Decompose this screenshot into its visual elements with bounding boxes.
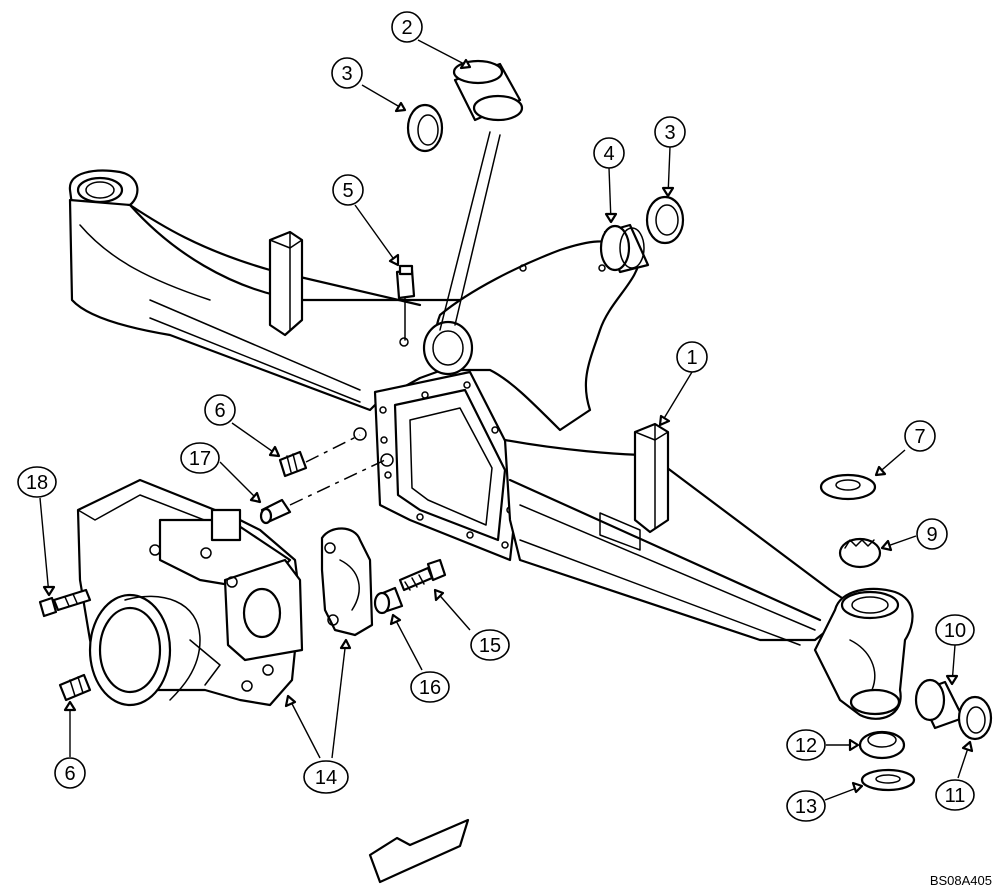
front-direction-arrow — [368, 818, 470, 884]
axle-housing — [68, 169, 914, 720]
washer-13 — [860, 768, 916, 792]
svg-text:16: 16 — [419, 677, 441, 699]
bearing-9 — [838, 537, 882, 569]
svg-text:7: 7 — [914, 426, 925, 448]
callout-5: 5 — [332, 174, 364, 206]
seal-11 — [957, 695, 993, 741]
callout-3-upper: 3 — [331, 57, 363, 89]
bushing-2 — [452, 59, 524, 122]
svg-text:2: 2 — [401, 17, 412, 39]
bolt-18 — [38, 588, 92, 618]
callout-14: 14 — [303, 760, 349, 794]
svg-text:5: 5 — [342, 180, 353, 202]
stud-6-lower — [58, 673, 92, 702]
callout-16: 16 — [410, 671, 450, 703]
svg-text:15: 15 — [479, 635, 501, 657]
svg-text:6: 6 — [214, 400, 225, 422]
bearing-cap-14 — [320, 527, 374, 637]
svg-text:3: 3 — [664, 122, 675, 144]
bushing-16 — [373, 586, 404, 615]
callout-4: 4 — [593, 137, 625, 169]
bushing-4 — [599, 223, 650, 274]
callout-6-lower: 6 — [54, 757, 86, 789]
seal-3-right — [645, 195, 685, 245]
svg-text:9: 9 — [926, 524, 937, 546]
callout-12: 12 — [786, 729, 826, 761]
svg-text:12: 12 — [795, 735, 817, 757]
callout-6-upper: 6 — [204, 394, 236, 426]
svg-text:1: 1 — [686, 347, 697, 369]
stud-6-upper — [278, 450, 308, 478]
seal-12 — [858, 730, 906, 760]
svg-text:13: 13 — [795, 796, 817, 818]
callout-17: 17 — [180, 442, 220, 474]
callout-15: 15 — [470, 629, 510, 661]
svg-text:14: 14 — [315, 767, 337, 789]
washer-7 — [819, 473, 877, 501]
svg-text:6: 6 — [64, 763, 75, 785]
svg-text:4: 4 — [603, 143, 614, 165]
callout-9: 9 — [916, 518, 948, 550]
callout-18: 18 — [17, 466, 57, 498]
seal-3-upper — [406, 103, 444, 153]
callout-11: 11 — [935, 779, 975, 811]
callout-3-right: 3 — [654, 116, 686, 148]
bushing-10 — [914, 678, 965, 730]
svg-text:18: 18 — [26, 472, 48, 494]
callout-1: 1 — [676, 341, 708, 373]
callout-10: 10 — [935, 614, 975, 646]
callout-13: 13 — [786, 790, 826, 822]
svg-text:10: 10 — [944, 620, 966, 642]
callout-7: 7 — [904, 420, 936, 452]
svg-text:3: 3 — [341, 63, 352, 85]
svg-text:17: 17 — [189, 448, 211, 470]
callout-2: 2 — [391, 11, 423, 43]
svg-text:11: 11 — [945, 785, 966, 807]
grease-fitting-5 — [395, 264, 416, 347]
bolt-15 — [398, 558, 447, 592]
dowel-17 — [259, 498, 292, 525]
figure-code: BS08A405 — [930, 873, 992, 888]
differential-carrier-14 — [76, 478, 304, 707]
leader-lines — [39, 39, 974, 801]
